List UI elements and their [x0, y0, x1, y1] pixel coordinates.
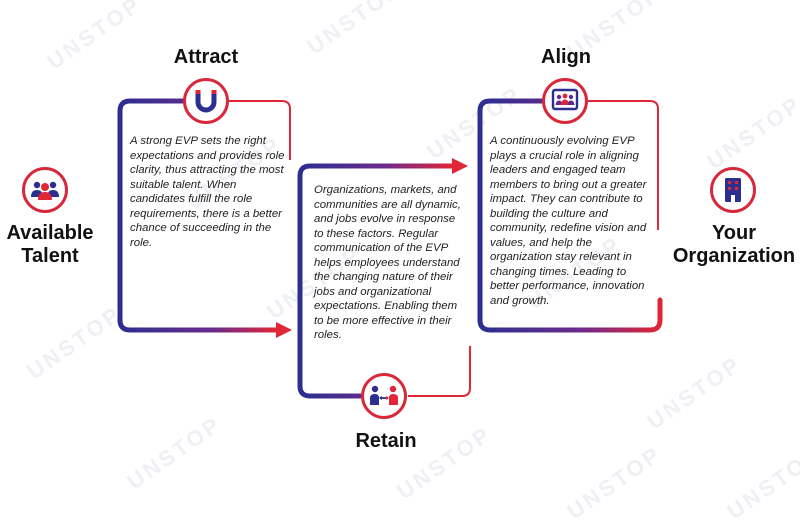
building-icon — [710, 167, 756, 213]
team-board-icon — [542, 78, 588, 124]
attract-frame — [117, 98, 292, 338]
organization-label-line1: Your — [711, 222, 757, 244]
available-label-line2: Talent — [21, 245, 79, 267]
attract-title: Attract — [173, 46, 239, 68]
align-frame — [477, 98, 663, 333]
retain-title: Retain — [355, 430, 417, 452]
magnet-icon — [183, 78, 229, 124]
retain-description: Organizations, markets, and communities … — [314, 184, 461, 341]
flow-frames — [117, 98, 663, 399]
attract-description: A strong EVP sets the right expectations… — [130, 135, 285, 249]
align-title: Align — [541, 46, 591, 68]
arrow-to-align — [452, 158, 468, 174]
people-exchange-icon — [361, 373, 407, 419]
retain-frame — [297, 158, 471, 399]
people-group-icon — [22, 167, 68, 213]
arrow-to-retain — [276, 322, 292, 338]
organization-label-line2: Organization — [672, 245, 796, 267]
available-label-line1: Available — [6, 222, 94, 244]
align-description: A continuously evolving EVP plays a cruc… — [490, 135, 647, 307]
